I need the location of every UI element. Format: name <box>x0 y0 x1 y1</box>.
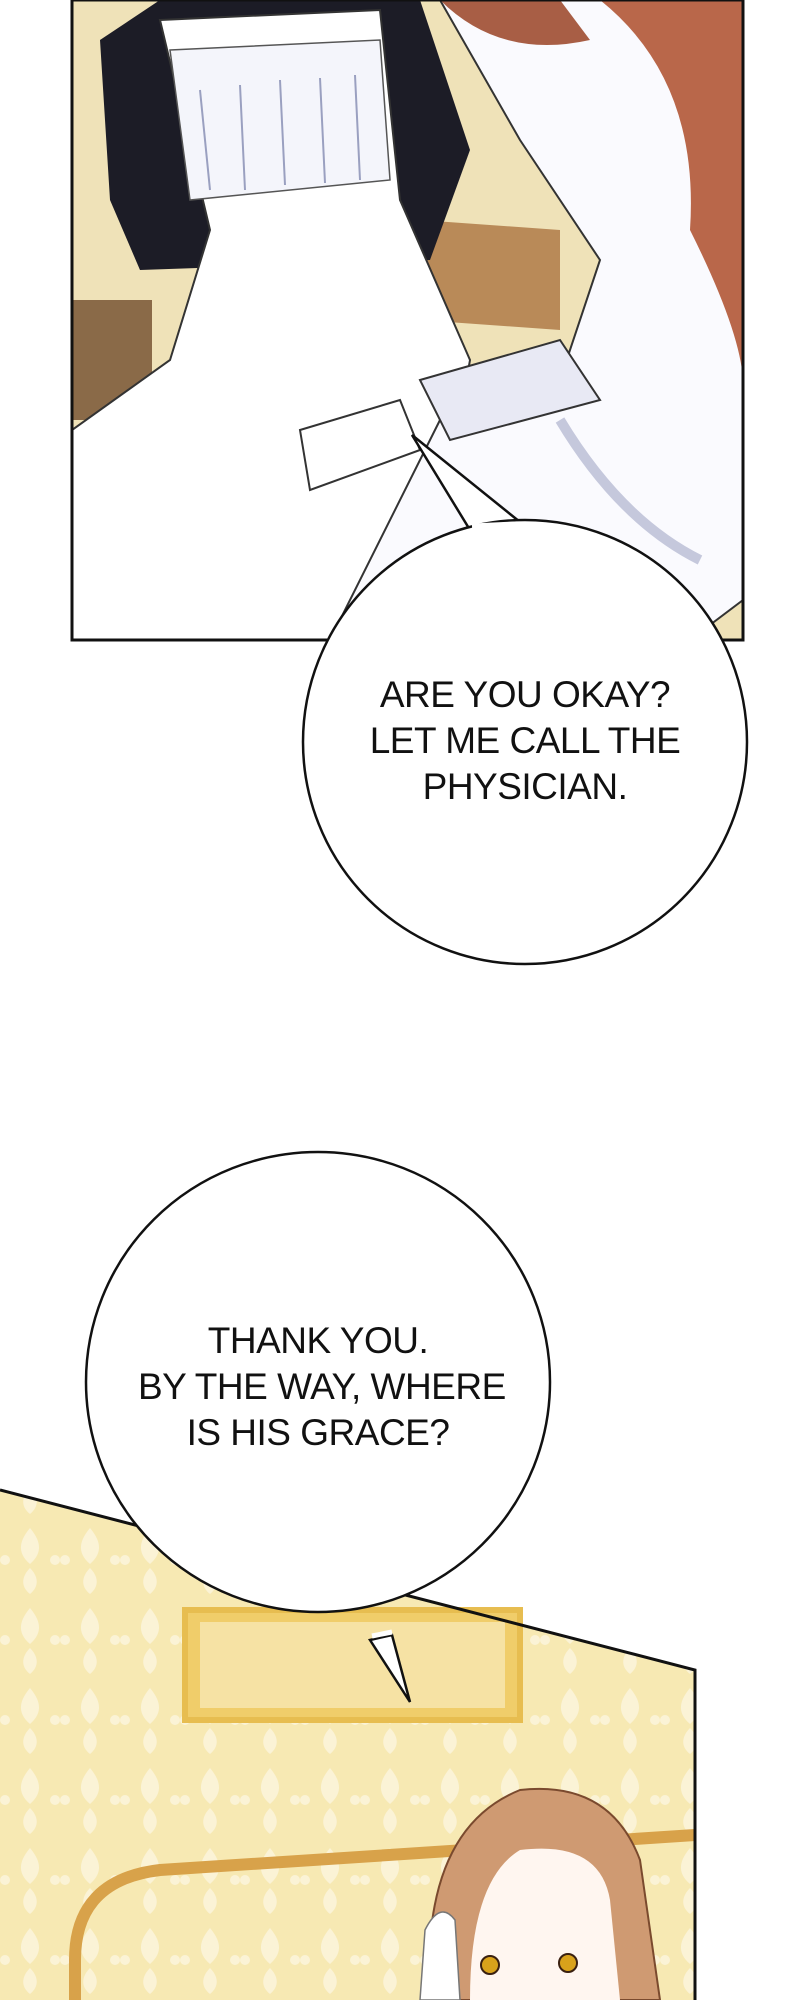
panel-2 <box>0 1488 697 2000</box>
panel-1 <box>70 0 745 642</box>
speech-bubble-2 <box>84 1150 552 1703</box>
bubble-2-text: THANK YOU. BY THE WAY, WHERE IS HIS GRAC… <box>138 1318 506 1456</box>
bubble-2-line: BY THE WAY, WHERE <box>138 1366 506 1407</box>
bubble-2-line: IS HIS GRACE? <box>186 1412 450 1453</box>
bubble-2-line: THANK YOU. <box>207 1320 429 1361</box>
bubble-1-text: ARE YOU OKAY? LET ME CALL THE PHYSICIAN. <box>360 672 690 810</box>
bubble-1-line: PHYSICIAN. <box>422 766 628 807</box>
speech-bubble-1 <box>301 434 749 966</box>
bubble-1-line: ARE YOU OKAY? <box>379 674 671 715</box>
bubble-1-line: LET ME CALL THE <box>369 720 681 761</box>
woman-hand <box>419 1911 461 2000</box>
woman-face <box>470 1848 620 2000</box>
